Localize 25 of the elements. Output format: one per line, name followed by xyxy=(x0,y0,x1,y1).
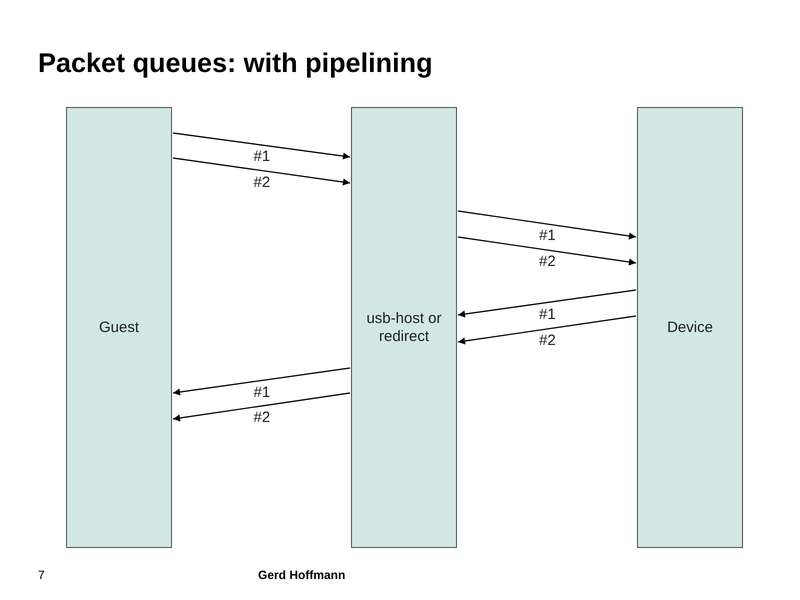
box-label: Guest xyxy=(98,318,140,336)
arrow xyxy=(172,392,350,422)
edge-label: #1 xyxy=(539,306,556,322)
arrow xyxy=(458,236,636,266)
slide-title: Packet queues: with pipelining xyxy=(38,48,433,79)
box-label: Device xyxy=(666,318,714,336)
lifeline-box xyxy=(351,107,457,548)
edge-label: #2 xyxy=(539,332,556,349)
edge-label: #2 xyxy=(254,174,270,190)
arrow xyxy=(458,210,636,240)
page-number: 7 xyxy=(38,568,45,582)
arrow xyxy=(172,157,350,186)
edge-label: #1 xyxy=(254,148,270,165)
arrow xyxy=(172,132,350,160)
edge-label: #2 xyxy=(254,409,270,426)
edge-label: #1 xyxy=(539,227,556,244)
arrow xyxy=(172,367,350,396)
arrow xyxy=(458,289,636,318)
author-name: Gerd Hoffmann xyxy=(258,568,346,582)
edge-label: #2 xyxy=(539,253,556,270)
box-label: usb-host or redirect xyxy=(365,310,443,346)
lifeline-box xyxy=(66,107,172,548)
lifeline-box xyxy=(637,107,743,548)
edge-label: #1 xyxy=(254,384,270,400)
arrow xyxy=(458,315,636,344)
